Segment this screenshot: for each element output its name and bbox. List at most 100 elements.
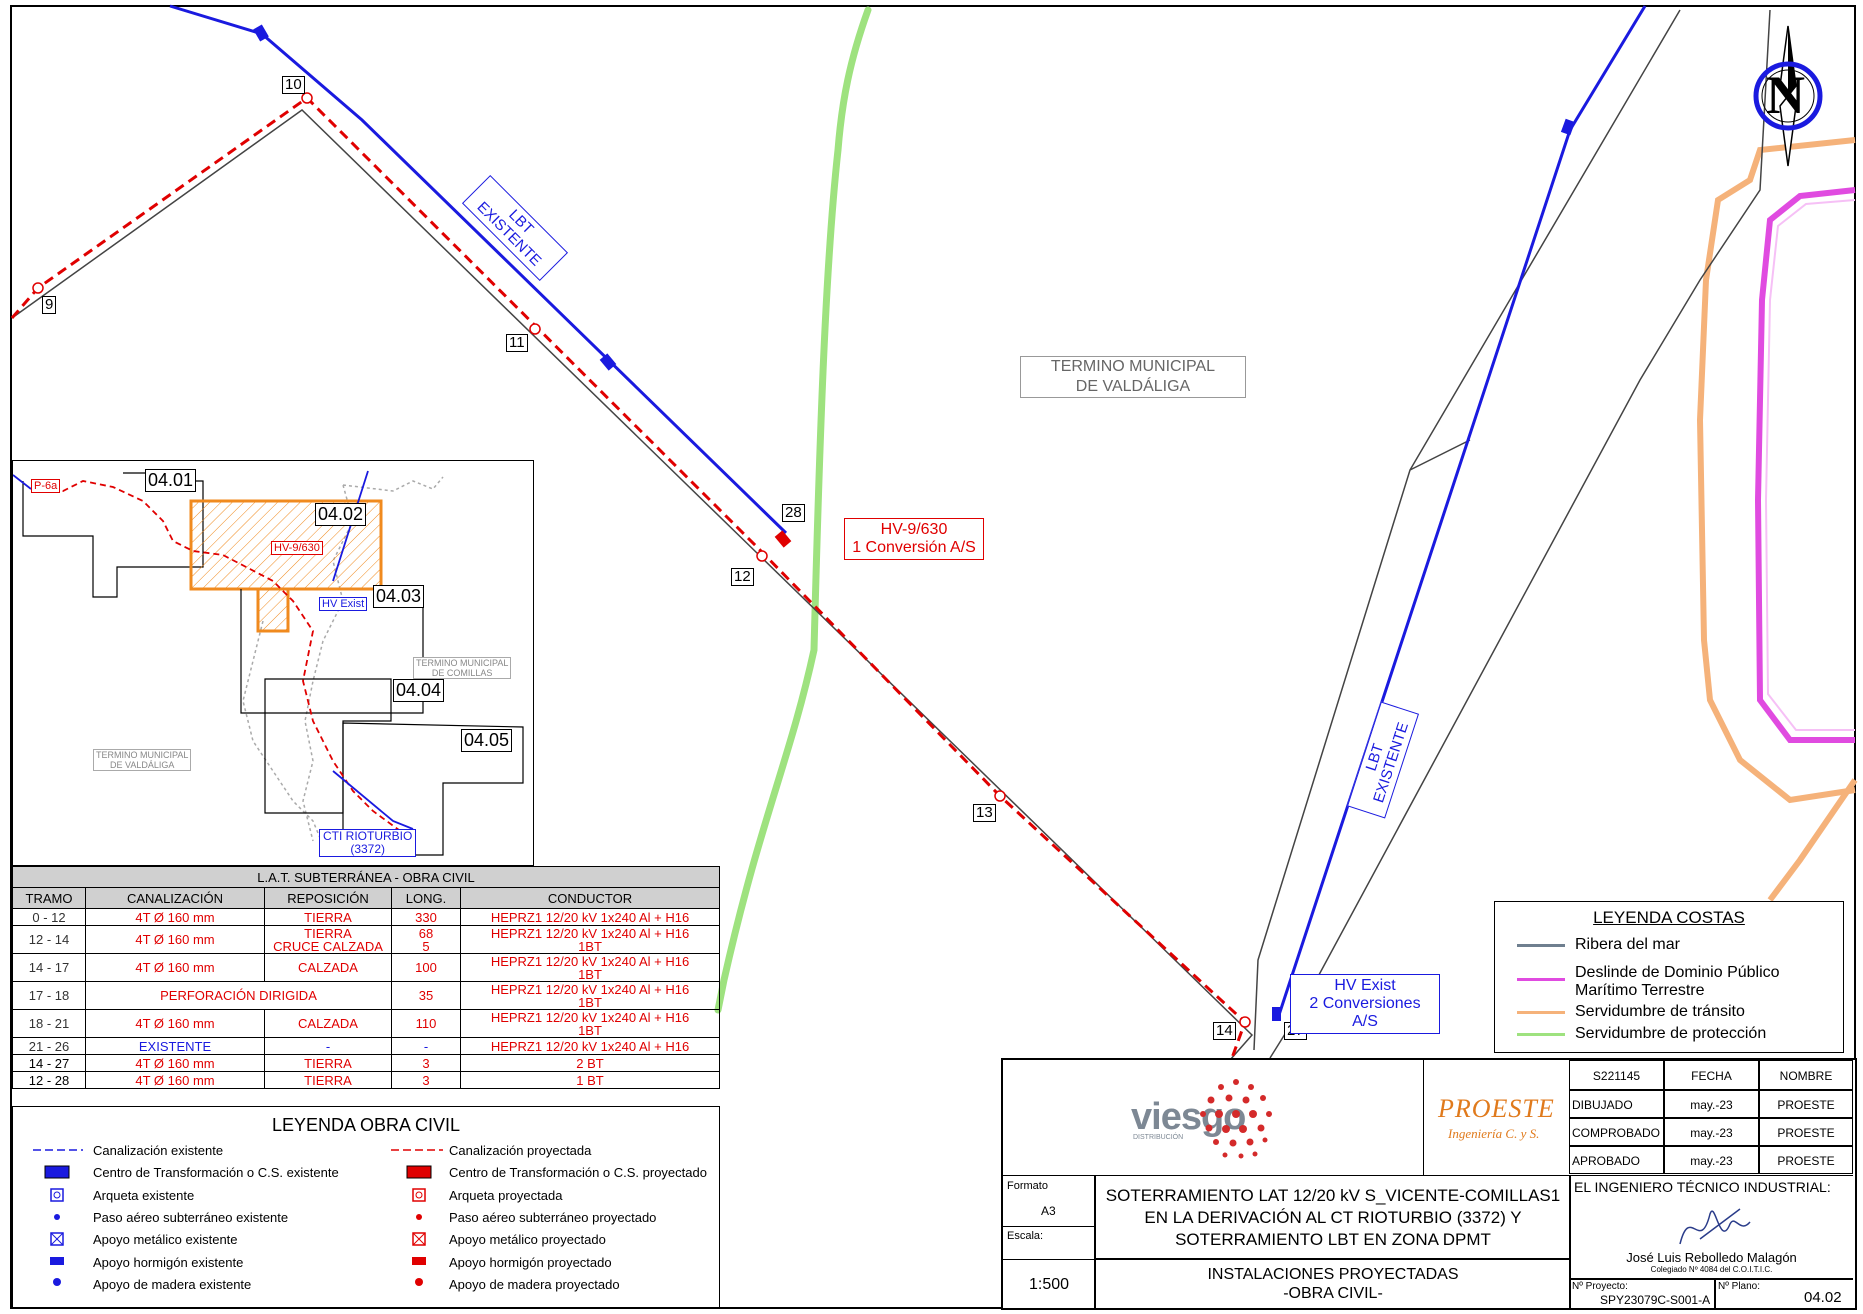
inset-sheet-04-03: 04.03 [373, 585, 425, 608]
comprobado-date: may.-23 [1664, 1118, 1759, 1146]
table-cell: 35 [391, 981, 461, 1010]
legend-item: Apoyo de madera proyectado [449, 1277, 620, 1292]
table-cell: CALZADA [264, 953, 392, 982]
sheet-frame [10, 5, 1856, 1309]
table-title: L.A.T. SUBTERRÁNEA - OBRA CIVIL [12, 866, 720, 888]
table-cell: 110 [391, 1009, 461, 1038]
logos-area: viesgo DISTRIBUCIÓN [1003, 1060, 1423, 1175]
transit-easement-line-2 [1767, 778, 1858, 902]
table-cell: HEPRZ1 12/20 kV 1x240 Al + H16 [460, 1037, 720, 1055]
table-cell: 0 - 12 [12, 908, 86, 926]
table-row: 17 - 18 PERFORACIÓN DIRIGIDA 35 HEPRZ1 1… [12, 981, 720, 1010]
north-arrow-icon [1753, 25, 1823, 167]
node-label-14: 14 [1213, 1022, 1236, 1040]
legend-item: Canalización existente [93, 1143, 224, 1158]
table-cell: 4T Ø 160 mm [85, 1054, 265, 1072]
location-inset-map: P-6a 04.01 04.02 HV-9/630 HV Exist 04.03… [12, 460, 534, 866]
desc-line-1: SOTERRAMIENTO LAT 12/20 kV S_VICENTE-COM… [1105, 1186, 1561, 1205]
table-header: REPOSICIÓN [264, 887, 392, 909]
engineer-name: José Luis Rebolledo Malagón [1626, 1250, 1797, 1265]
legend-obra-civil: LEYENDA OBRA CIVIL Canalización existent… [12, 1106, 720, 1308]
legend-item: Centro de Transformación o C.S. existent… [93, 1165, 339, 1180]
table-header: CANALIZACIÓN [85, 887, 265, 909]
inset-hv-label: HV-9/630 [271, 541, 323, 555]
transit-easement-line [1696, 137, 1856, 804]
existing-lbt-line-2 [1276, 5, 1647, 1019]
fecha-header: FECHA [1664, 1060, 1759, 1090]
table-cell: 100 [391, 953, 461, 982]
project-code: S221145 [1569, 1060, 1664, 1090]
table-header: LONG. [391, 887, 461, 909]
table-cell: 12 - 14 [12, 925, 86, 954]
existing-support-2 [599, 353, 617, 371]
existing-support-1 [253, 24, 269, 42]
table-cell: - [264, 1037, 392, 1055]
desc-line-3: SOTERRAMIENTO LBT EN ZONA DPMT [1175, 1230, 1491, 1249]
arqueta-markers [32, 92, 1251, 1028]
legend-item: Canalización proyectada [449, 1143, 592, 1158]
nombre-header: NOMBRE [1759, 1060, 1853, 1090]
legend-costas-title: LEYENDA COSTAS [1593, 908, 1745, 927]
legend-item: Paso aéreo subterráneo proyectado [449, 1210, 657, 1225]
table-cell: CALZADA [264, 1009, 392, 1038]
comprobado-name: PROESTE [1759, 1118, 1853, 1146]
formato-value: A3 [1041, 1204, 1056, 1218]
existing-support-4 [1272, 1007, 1281, 1021]
node-label-9: 9 [42, 296, 57, 314]
table-cell: 4T Ø 160 mm [85, 1071, 265, 1089]
formato-label: Formato [1007, 1180, 1048, 1192]
road-edge-1 [1253, 9, 1681, 1051]
inset-sheet-04-02: 04.02 [315, 503, 367, 526]
plan-number-cell: Nº Plano: 04.02 [1715, 1279, 1853, 1308]
table-cell: 21 - 26 [12, 1037, 86, 1055]
proyecto-label: Nº Proyecto: [1572, 1281, 1628, 1292]
table-cell: 18 - 21 [12, 1009, 86, 1038]
table-cell: TIERRA [264, 1071, 392, 1089]
protection-line-swatch [1517, 1033, 1565, 1036]
aprobado-label: APROBADO [1569, 1146, 1664, 1174]
dibujado-label: DIBUJADO [1569, 1090, 1664, 1118]
legend-costas-item: Servidumbre de tránsito [1575, 1003, 1745, 1020]
plano-label: Nº Plano: [1718, 1281, 1761, 1292]
table-row: 12 - 28 4T Ø 160 mm TIERRA 3 1 BT [12, 1071, 720, 1089]
aprobado-name: PROESTE [1759, 1146, 1853, 1174]
table-cell: 4T Ø 160 mm [85, 1009, 265, 1038]
table-row: 0 - 12 4T Ø 160 mm TIERRA 330 HEPRZ1 12/… [12, 908, 720, 926]
node-label-12: 12 [731, 568, 754, 586]
table-cell: 17 - 18 [12, 981, 86, 1010]
viesgo-dots-icon [1200, 1079, 1272, 1159]
inset-sheet-04-05: 04.05 [461, 729, 513, 752]
node-label-28: 28 [782, 504, 805, 522]
inset-cti-label: CTI RIOTURBIO(3372) [319, 829, 417, 857]
plano-value: 04.02 [1804, 1289, 1842, 1306]
escala-label: Escala: [1007, 1230, 1044, 1242]
legend-obra-civil-title: LEYENDA OBRA CIVIL [271, 1115, 461, 1135]
table-cell: 3 [391, 1054, 461, 1072]
proeste-sub: Ingeniería C. y S. [1448, 1126, 1540, 1141]
table-cell: 1 BT [460, 1071, 720, 1089]
legend-item: Apoyo hormigón proyectado [449, 1255, 612, 1270]
sheet-outline-04-04 [264, 678, 392, 814]
table-header: TRAMO [12, 887, 86, 909]
plan-title-2: -OBRA CIVIL- [1283, 1285, 1383, 1302]
node-label-13: 13 [973, 804, 996, 822]
table-cell: PERFORACIÓN DIRIGIDA [85, 981, 392, 1010]
dpmt-line-inner [1764, 199, 1856, 731]
engineer-title: EL INGENIERO TÉCNICO INDUSTRIAL: [1574, 1179, 1831, 1195]
table-cell: EXISTENTE [85, 1037, 265, 1055]
table-cell: 12 - 28 [12, 1071, 86, 1089]
legend-item: Apoyo metálico proyectado [449, 1232, 606, 1247]
table-cell: 4T Ø 160 mm [85, 925, 265, 954]
inset-sheet-04-01: 04.01 [145, 469, 197, 492]
formato-escala-cell: Formato A3 Escala: 1:500 [1003, 1175, 1095, 1308]
legend-item: Arqueta existente [93, 1188, 195, 1203]
node-label-10: 10 [282, 76, 305, 94]
